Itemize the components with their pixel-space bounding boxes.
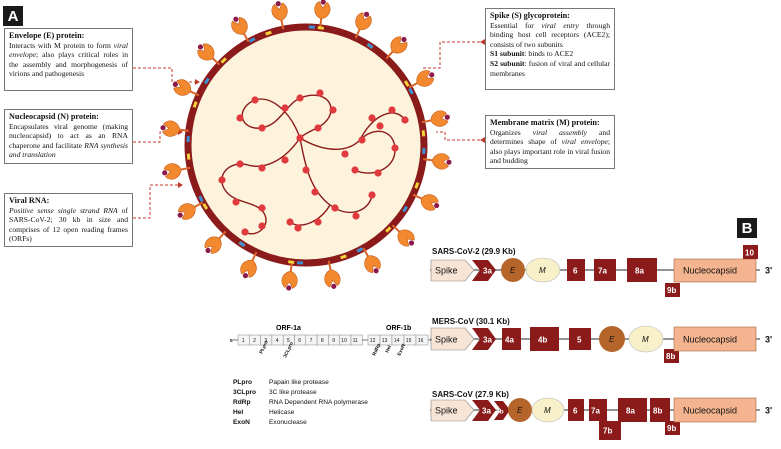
nucleocapsid-dot <box>258 204 266 212</box>
nucleocapsid-dot <box>341 150 349 158</box>
nucleocapsid-dot <box>251 96 259 104</box>
nucleocapsid-dot <box>302 166 310 174</box>
e-protein-marker <box>265 30 272 36</box>
nucleocapsid-dot <box>236 160 244 168</box>
nucleocapsid-protein-box: Nucleocapsid (N) protein: Encapsulates v… <box>4 109 133 164</box>
spike-protein <box>160 120 189 137</box>
nucleocapsid-dot <box>294 224 302 232</box>
spike-protein <box>231 16 250 43</box>
nucleocapsid-dot <box>286 218 294 226</box>
e-protein-marker <box>220 57 227 64</box>
nucleocapsid-dot <box>281 104 289 112</box>
e-protein-marker <box>385 226 392 233</box>
membrane-protein-box: Membrane matrix (M) protein: Organizes v… <box>485 115 615 169</box>
m-protein-marker <box>308 25 315 29</box>
spike-protein <box>177 201 204 220</box>
spike-protein <box>362 247 381 274</box>
spike-protein <box>412 193 440 211</box>
m-protein-marker <box>203 77 210 85</box>
m-protein-marker <box>356 247 364 253</box>
spike-protein <box>421 110 450 127</box>
nucleocapsid-dot <box>374 169 382 177</box>
nucleocapsid-dot <box>331 204 339 212</box>
nucleocapsid-dot <box>296 134 304 142</box>
nucleocapsid-dot <box>314 124 322 132</box>
nucleocapsid-dot <box>236 114 244 122</box>
nucleocapsid-dot <box>311 188 319 196</box>
m-protein-marker <box>238 241 246 248</box>
spike-protein <box>240 251 258 279</box>
e-protein-marker <box>414 182 420 189</box>
nucleocapsid-dots <box>218 89 409 236</box>
nucleocapsid-dot <box>314 218 322 226</box>
m-protein-marker <box>248 37 256 43</box>
m-protein-marker <box>422 147 426 154</box>
nucleocapsid-dot <box>258 164 266 172</box>
nucleocapsid-dot <box>391 144 399 152</box>
spike-protein <box>271 1 288 30</box>
e-protein-marker <box>317 26 324 30</box>
m-protein-marker <box>186 136 190 143</box>
spike-protein <box>324 260 341 289</box>
spike-protein <box>408 70 435 89</box>
m-protein-marker <box>198 195 204 203</box>
nucleocapsid-dot <box>218 176 226 184</box>
e-protein-marker <box>288 260 295 264</box>
nucleocapsid-dot <box>281 156 289 164</box>
nucleocapsid-dot <box>296 94 304 102</box>
nucleocapsid-dot <box>376 122 384 130</box>
nucleocapsid-dot <box>241 228 249 236</box>
nucleocapsid-dot <box>352 212 360 220</box>
e-protein-marker <box>186 153 191 160</box>
m-protein-marker <box>408 87 414 95</box>
panel-a-label: A <box>3 6 23 26</box>
e-protein-marker <box>403 80 410 87</box>
spike-protein <box>354 11 372 39</box>
e-protein-marker <box>340 254 347 260</box>
spike-protein <box>314 0 331 28</box>
e-protein-marker <box>421 130 426 137</box>
spike-glycoprotein-box: Spike (S) glycoprotein: Essential for vi… <box>485 8 615 90</box>
nucleocapsid-dot <box>368 191 376 199</box>
spike-protein <box>423 153 452 170</box>
m-protein-marker <box>402 205 409 213</box>
e-protein-marker <box>202 203 209 210</box>
nucleocapsid-dot <box>358 136 366 144</box>
spike-protein <box>172 79 200 97</box>
e-protein-marker <box>192 101 198 108</box>
spike-protein <box>391 224 415 247</box>
spike-protein <box>204 230 227 254</box>
nucleocapsid-dot <box>258 124 266 132</box>
nucleocapsid-dot <box>368 114 376 122</box>
nucleocapsid-dot <box>351 166 359 174</box>
envelope-protein-box: Envelope (E) protein: Interacts with M p… <box>4 28 133 91</box>
m-protein-marker <box>297 261 304 265</box>
nucleocapsid-dot <box>258 222 266 230</box>
nucleocapsid-dot <box>232 198 240 206</box>
nucleocapsid-dot <box>388 106 396 114</box>
nucleocapsid-dot <box>329 106 337 114</box>
nucleocapsid-dot <box>316 89 324 97</box>
m-protein-marker <box>366 42 374 49</box>
viral-rna-box: Viral RNA: Positive sense single strand … <box>4 193 133 247</box>
panel-b-label: B <box>737 218 757 238</box>
spike-protein <box>197 43 221 66</box>
spike-protein <box>281 262 298 291</box>
spike-protein <box>162 163 191 180</box>
spike-protein <box>385 36 408 60</box>
nucleocapsid-dot <box>401 116 409 124</box>
